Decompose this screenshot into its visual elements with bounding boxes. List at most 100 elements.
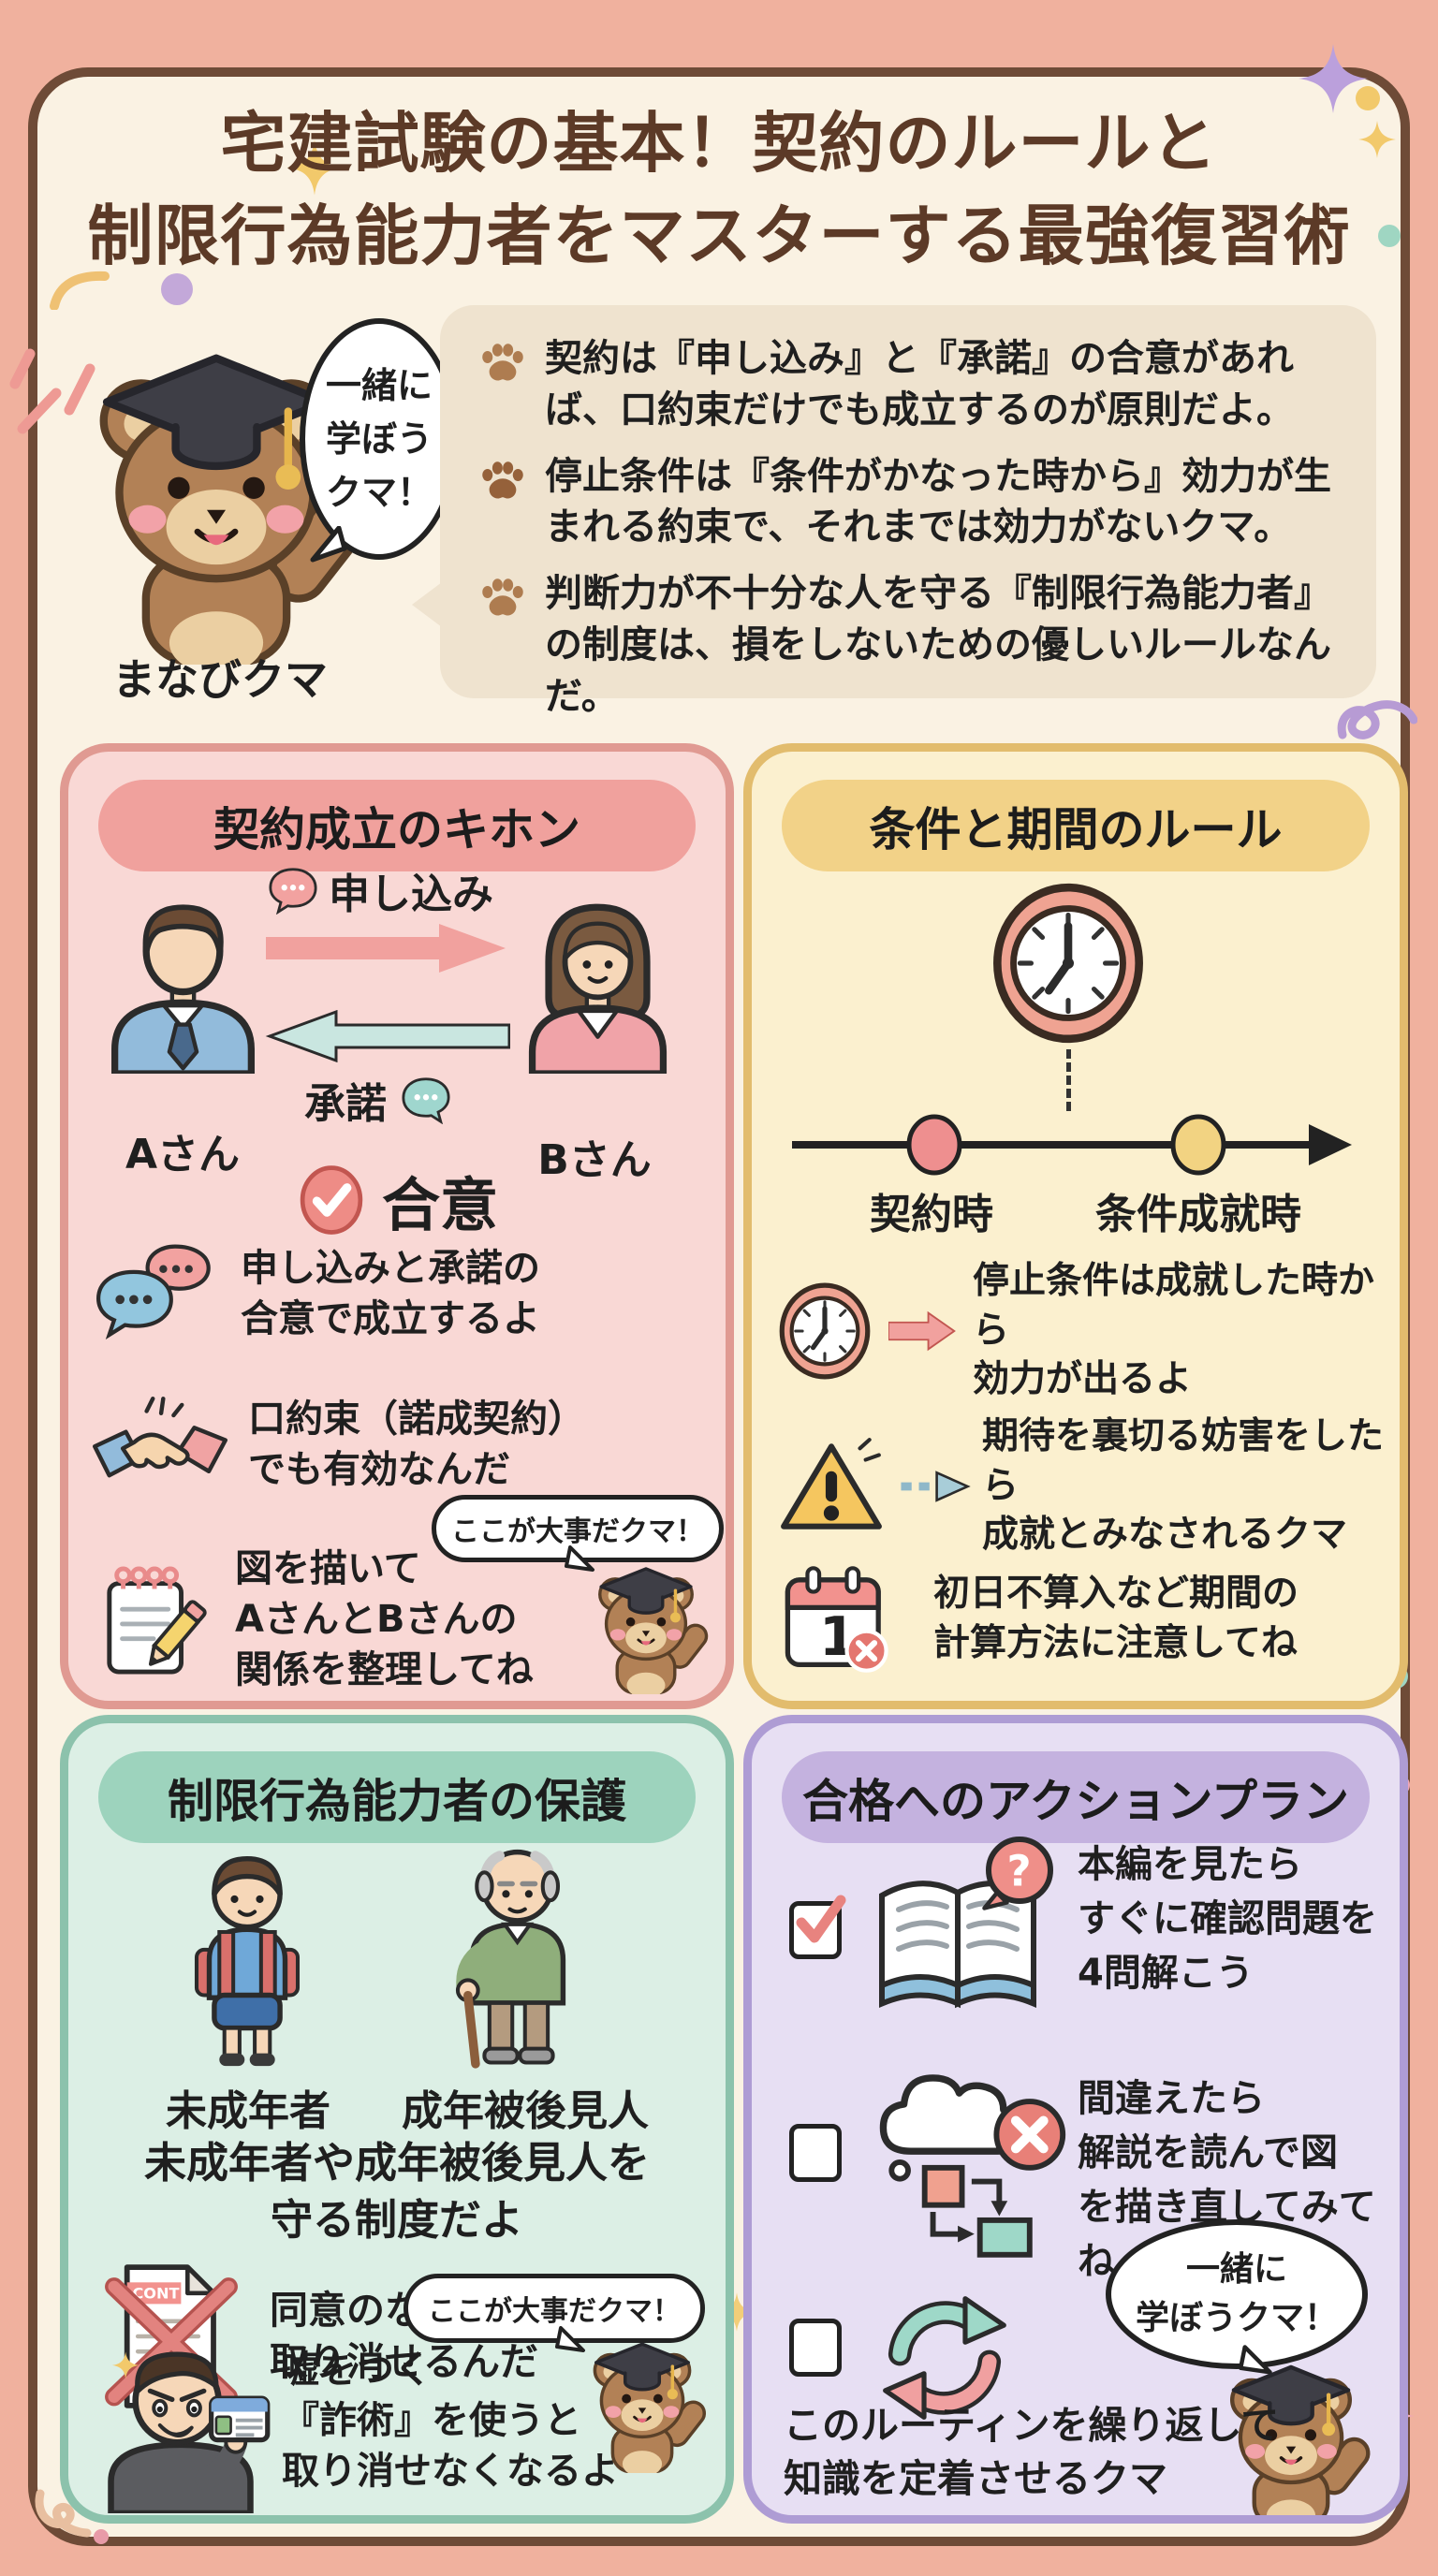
panel2-item3: 初日不算入など期間の 計算方法に注意してね xyxy=(780,1562,1299,1676)
accept-label-row: 承諾 xyxy=(304,1070,452,1130)
intro-bullet: 判断力が不十分な人を守る『制限行為能力者』の制度は、損をしないための優しいルール… xyxy=(479,568,1337,722)
intro-bullet-text: 停止条件は『条件がかなった時から』効力が生まれる約束で、それまでは効力がないクマ… xyxy=(545,454,1331,549)
rethink-diagram-icon xyxy=(853,2049,1074,2270)
panel2-item1: 停止条件は成就した時から 効力が出るよ xyxy=(776,1257,1400,1405)
callout-tail xyxy=(1239,2345,1272,2375)
purple-dot xyxy=(161,273,193,305)
panel4-footer: このルーティンを繰り返して 知識を定着させるクマ xyxy=(784,2403,1280,2502)
intro-box-tail xyxy=(412,582,442,627)
panel2-item2-text: 期待を裏切る妨害をしたら 成就とみなされるクマ xyxy=(982,1415,1385,1557)
offer-arrow-right xyxy=(266,924,506,973)
teal-dot xyxy=(1378,225,1401,247)
panel1-item3: 図を描いて AさんとBさんの 関係を整理してね xyxy=(100,1544,534,1695)
adult-ward-label: 成年被後見人 xyxy=(402,2087,649,2135)
checkbox-unchecked[interactable] xyxy=(789,2319,842,2377)
person-b-avatar xyxy=(516,883,680,1074)
tan-curl-doodle xyxy=(35,2489,92,2538)
intro-bullet-text: 契約は『申し込み』と『承諾』の合意があれば、口約束だけでも成立するのが原則だよ。 xyxy=(545,337,1294,432)
adult-ward-figure xyxy=(433,1836,604,2071)
bear-callout: ここが大事だクマ！ xyxy=(432,1495,724,1562)
speech-line: 学ぼう xyxy=(325,417,433,460)
intro-bullet-text: 判断力が不十分な人を守る『制限行為能力者』の制度は、損をしないための優しいルール… xyxy=(545,572,1331,718)
timeline-dashed-connector xyxy=(1066,1049,1071,1111)
person-b-name: Bさん xyxy=(537,1136,652,1184)
panel-conditions-periods: 条件と期間のルール 契約時 条件成就時 停止条件は成就した時から 効力が出るよ xyxy=(743,743,1408,1709)
timeline-start-label: 契約時 xyxy=(870,1191,993,1238)
timeline xyxy=(792,1114,1352,1176)
handshake-icon xyxy=(93,1397,227,1492)
panel1-item2: 口約束（諾成契約） でも有効なんだ xyxy=(93,1394,585,1495)
panel-contract-basics-title: 契約成立のキホン xyxy=(98,780,696,871)
panel-conditions-periods-title: 条件と期間のルール xyxy=(782,780,1370,871)
pink-dot xyxy=(94,2529,109,2544)
offer-label: 申し込み xyxy=(329,871,493,918)
bear-small xyxy=(581,1559,711,1694)
yellow-dot xyxy=(1356,86,1380,110)
pink-arrow-icon xyxy=(888,1310,956,1352)
checkbox-unchecked[interactable] xyxy=(789,2124,842,2182)
accept-arrow-left xyxy=(265,1010,510,1062)
check-circle-icon xyxy=(296,1164,367,1236)
speech-bubble-tail xyxy=(310,526,347,563)
intro-summary-box: 契約は『申し込み』と『承諾』の合意があれば、口約束だけでも成立するのが原則だよ。… xyxy=(440,305,1376,718)
checkbox-checked[interactable] xyxy=(789,1895,846,1959)
minor-figure xyxy=(171,1843,323,2071)
calendar-icon xyxy=(780,1562,894,1676)
clock-icon xyxy=(988,883,1149,1044)
accept-label: 承諾 xyxy=(304,1080,387,1128)
warning-icon xyxy=(776,1437,887,1536)
agreement-label: 合意 xyxy=(381,1171,498,1239)
purple-squiggle-doodle xyxy=(1337,700,1417,739)
panel4-item2-text: 間違えたら 解説を読んで図 を描き直してみてね xyxy=(1078,2077,1376,2283)
dashed-arrow-icon xyxy=(901,1471,971,1502)
panel1-item1: 申し込みと承諾の 合意で成立するよ xyxy=(96,1242,540,1345)
clock-icon xyxy=(776,1282,873,1380)
panel2-item2: 期待を裏切る妨害をしたら 成就とみなされるクマ xyxy=(776,1412,1400,1560)
chat-duo-icon xyxy=(96,1242,214,1345)
panel2-item1-text: 停止条件は成就した時から 効力が出るよ xyxy=(973,1260,1375,1401)
chat-bubble-icon xyxy=(400,1076,452,1124)
agreement-row: 合意 xyxy=(68,1158,726,1242)
check-mark-icon xyxy=(796,1895,846,1943)
intro-bullet: 契約は『申し込み』と『承諾』の合意があれば、口約束だけでも成立するのが原則だよ。 xyxy=(479,333,1337,436)
speech-line: クマ！ xyxy=(325,471,433,513)
offer-label-row: 申し込み xyxy=(267,860,493,920)
paw-icon xyxy=(479,459,526,505)
timeline-end-label: 条件成就時 xyxy=(1095,1191,1301,1238)
panel2-item3-text: 初日不算入など期間の 計算方法に注意してね xyxy=(933,1573,1299,1664)
pink-dashes-doodle xyxy=(9,348,95,434)
page-title-line1: 宅建試験の基本！契約のルールと xyxy=(220,105,1218,182)
page-title-line2: 制限行為能力者をマスターする最強復習術 xyxy=(87,198,1351,275)
bear-small xyxy=(576,2334,709,2473)
intro-bullet: 停止条件は『条件がかなった時から』効力が生まれる約束で、それまでは効力がないクマ… xyxy=(479,451,1337,554)
paw-icon xyxy=(479,576,526,622)
panel-capacity-protection: 制限行為能力者の保護 未成年者 成年被後見人 未成年者や成年被後見人を 守る制度… xyxy=(60,1715,734,2524)
person-a-avatar xyxy=(101,883,265,1074)
orange-curve-doodle xyxy=(50,271,110,310)
panel4-item1-text: 本編を見たら すぐに確認問題を 4問解こう xyxy=(1078,1843,1377,1995)
fraud-man-icon xyxy=(89,2330,272,2513)
paw-icon xyxy=(479,341,526,388)
panel1-item2-text: 口約束（諾成契約） でも有効なんだ xyxy=(248,1398,585,1491)
panel-contract-basics: 契約成立のキホン 申し込み 承諾 Aさん Bさん 合意 申し込みと承諾の 合意で… xyxy=(60,743,734,1709)
speech-line: 一緒に xyxy=(325,364,433,406)
panel1-item1-text: 申し込みと承諾の 合意で成立するよ xyxy=(241,1247,540,1340)
mascot-speech-bubble: 一緒に 学ぼう クマ！ xyxy=(300,318,459,560)
mascot-name: まなびクマ xyxy=(112,654,328,705)
bear-speech-bubble: 一緒に 学ぼうクマ！ xyxy=(1106,2219,1368,2369)
chat-bubble-icon xyxy=(267,866,319,915)
timeline-end-dot xyxy=(1170,1114,1226,1176)
person-a-name: Aさん xyxy=(125,1131,241,1178)
timeline-start-dot xyxy=(906,1114,962,1176)
callout-tail xyxy=(555,2326,585,2352)
panel1-item3-text: 図を描いて AさんとBさんの 関係を整理してね xyxy=(235,1547,534,1691)
panel3-lead: 未成年者や成年被後見人を 守る制度だよ xyxy=(143,2138,650,2245)
bear-callout: ここが大事だクマ！ xyxy=(404,2274,705,2343)
page-title: 宅建試験の基本！契約のルールと 制限行為能力者をマスターする最強復習術 xyxy=(0,97,1438,284)
book-question-icon xyxy=(862,1834,1059,2019)
panel-action-plan: 合格へのアクションプラン 本編を見たら すぐに確認問題を 4問解こう 間違えたら… xyxy=(743,1715,1408,2524)
minor-label: 未成年者 xyxy=(166,2087,330,2135)
notepad-icon xyxy=(100,1561,211,1677)
callout-tail xyxy=(565,1545,594,1572)
